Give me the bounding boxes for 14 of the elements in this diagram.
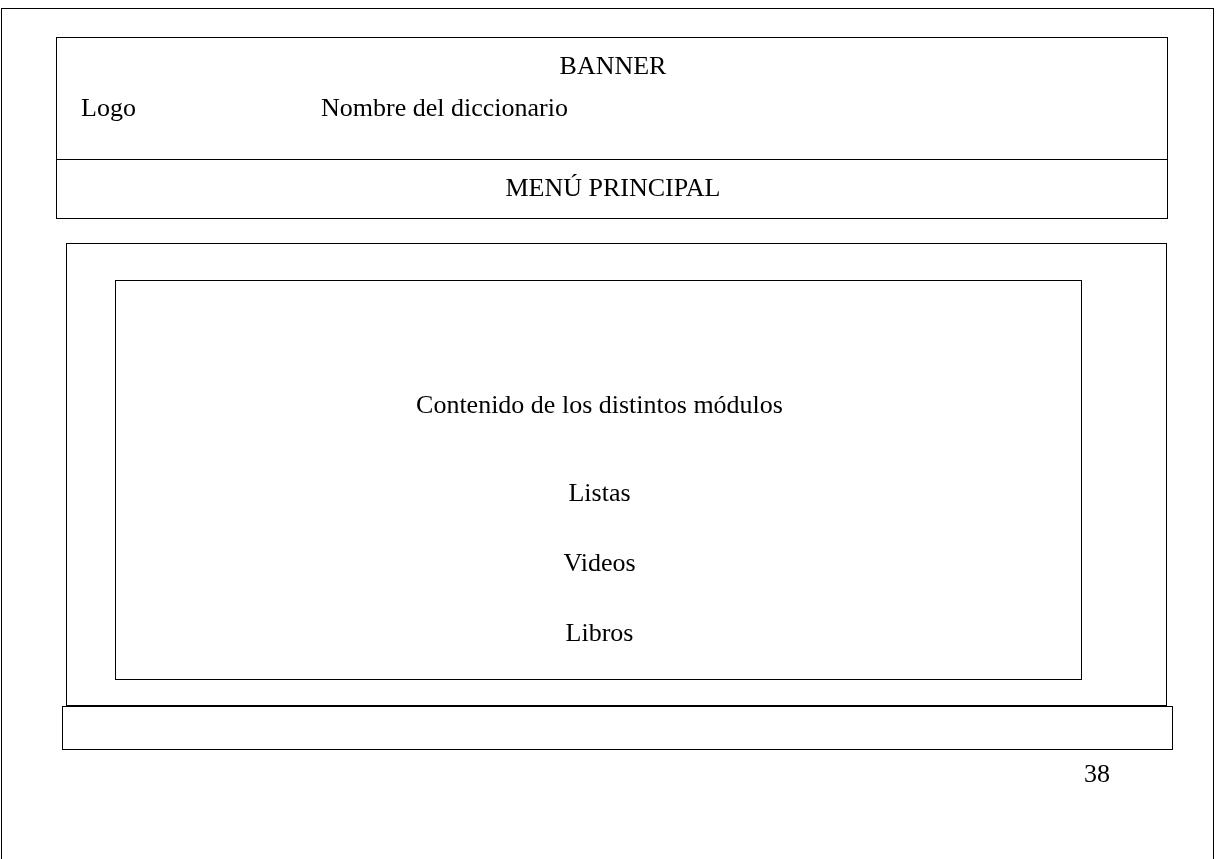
banner-title: BANNER [559, 52, 667, 81]
content-heading: Contenido de los distintos módulos [416, 391, 783, 420]
content-box [115, 280, 1082, 680]
menu-title: MENÚ PRINCIPAL [505, 174, 721, 203]
banner-label: Logo [81, 94, 136, 123]
page-number: 38 [1084, 760, 1110, 789]
dictionary-name: Nombre del diccionario [321, 94, 568, 123]
module-item: Libros [565, 619, 634, 648]
footer-box [62, 706, 1173, 750]
content-frame [66, 243, 1167, 706]
module-item: Videos [563, 549, 636, 578]
banner-box [56, 37, 1168, 161]
menu-bar [56, 159, 1168, 219]
module-item: Listas [568, 479, 631, 508]
